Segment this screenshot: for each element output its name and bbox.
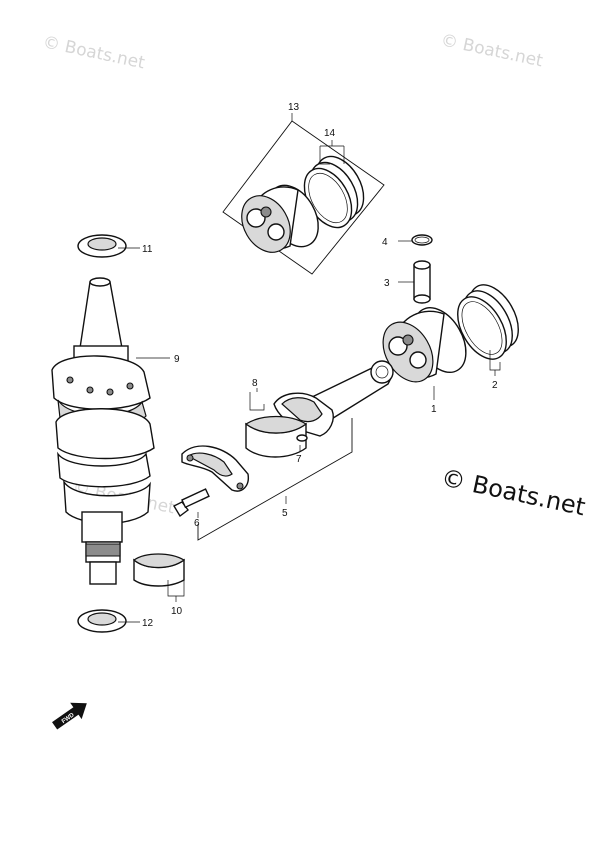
- callout-3: 3: [384, 278, 390, 289]
- pin-7: [296, 434, 308, 442]
- callout-14: 14: [324, 128, 336, 139]
- piston-pin-3: [413, 260, 431, 304]
- piston-set-box-13: [222, 120, 385, 275]
- callout-7: 7: [296, 454, 302, 465]
- watermark-top-right: © Boats.net: [439, 30, 545, 71]
- clip-4: [411, 234, 433, 246]
- oil-seal-11: [77, 234, 127, 258]
- bearing-8: [244, 415, 308, 458]
- conrod-box-5: [197, 418, 353, 541]
- oil-seal-12: [77, 609, 127, 633]
- crankshaft-9: [51, 277, 155, 585]
- leader-lines: [118, 113, 501, 623]
- watermark-main: © Boats.net: [439, 463, 588, 521]
- bolt-6: [173, 488, 210, 518]
- watermark-top-left: © Boats.net: [41, 32, 147, 73]
- callout-8: 8: [252, 378, 258, 389]
- callout-4: 4: [382, 237, 388, 248]
- callout-labels: 13 14 4 3 1 2 11 9 8 7 6 5 10 12: [142, 102, 498, 629]
- fwd-arrow-icon: FWD: [52, 702, 87, 730]
- connecting-rod: [273, 360, 394, 437]
- callout-10: 10: [171, 606, 183, 617]
- rod-cap: [181, 445, 249, 492]
- piston-rings-2: [457, 284, 519, 360]
- piston-1: [382, 307, 467, 383]
- bearing-10: [132, 553, 186, 587]
- callout-12: 12: [142, 618, 154, 629]
- callout-9: 9: [174, 354, 180, 365]
- callout-13: 13: [288, 102, 300, 113]
- callout-11: 11: [142, 244, 153, 255]
- callout-5: 5: [282, 508, 288, 519]
- callout-1: 1: [431, 404, 437, 415]
- callout-2: 2: [492, 380, 498, 391]
- piston-upper: [241, 184, 319, 253]
- callout-6: 6: [194, 518, 200, 529]
